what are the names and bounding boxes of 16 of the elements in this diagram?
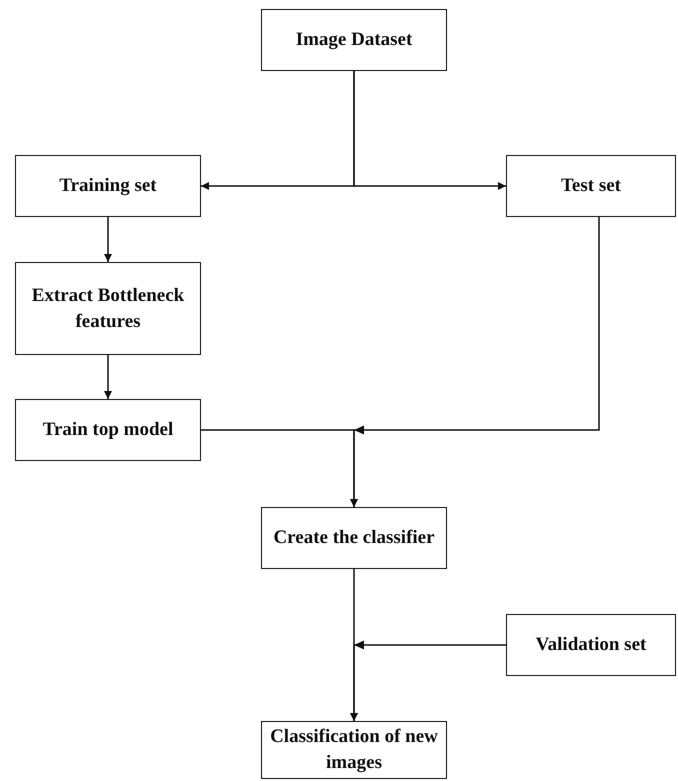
process-box bbox=[261, 9, 447, 71]
process-box bbox=[15, 155, 201, 217]
box-label: Train top model bbox=[42, 418, 174, 442]
process-box bbox=[506, 614, 676, 676]
box-label: Create the classifier bbox=[272, 526, 436, 550]
process-box bbox=[261, 507, 447, 569]
box-label: Validation set bbox=[534, 633, 648, 658]
box-label: Training set bbox=[58, 174, 158, 198]
process-box bbox=[15, 399, 201, 461]
box-label: Classification of new images bbox=[269, 725, 439, 775]
process-box bbox=[261, 721, 447, 779]
box-label: Extract Bottleneck features bbox=[30, 284, 186, 334]
box-label: Test set bbox=[560, 174, 622, 198]
process-box bbox=[506, 155, 676, 217]
process-box bbox=[15, 262, 201, 355]
box-label: Image Dataset bbox=[294, 28, 414, 52]
